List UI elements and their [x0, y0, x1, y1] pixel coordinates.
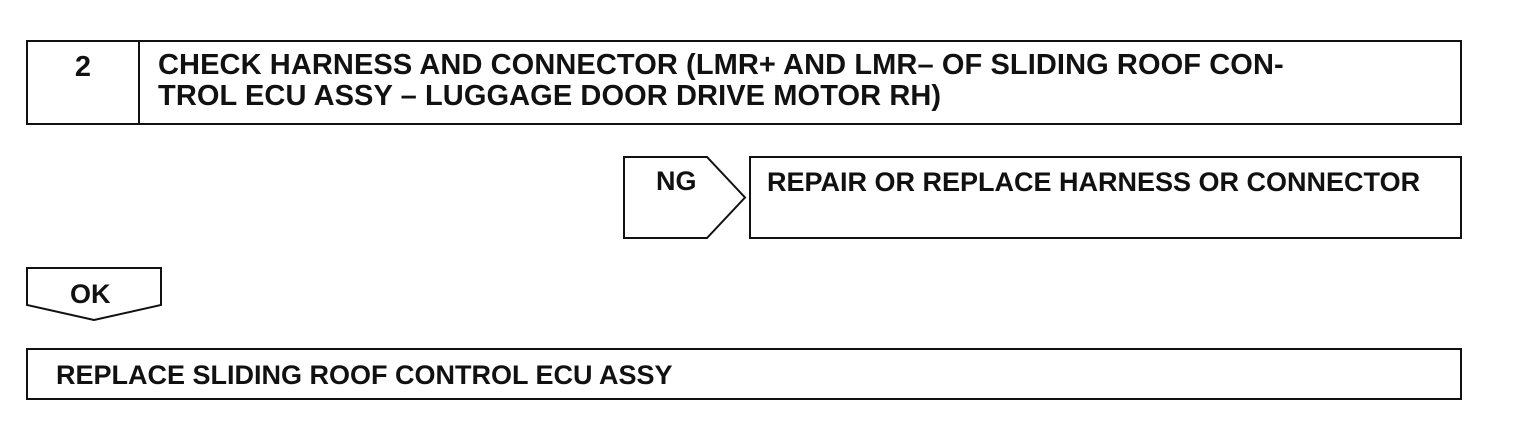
ok-label: OK	[70, 279, 111, 309]
step-title: CHECK HARNESS AND CONNECTOR (LMR+ AND LM…	[158, 49, 1284, 112]
ok-arrow-icon	[26, 267, 162, 321]
step-box: 2 CHECK HARNESS AND CONNECTOR (LMR+ AND …	[26, 40, 1462, 125]
ng-result-text: REPAIR OR REPLACE HARNESS OR CONNECTOR	[767, 167, 1421, 197]
final-action-box: REPLACE SLIDING ROOF CONTROL ECU ASSY	[26, 348, 1462, 400]
step-number: 2	[28, 42, 140, 123]
ng-label: NG	[656, 166, 697, 196]
final-action-text: REPLACE SLIDING ROOF CONTROL ECU ASSY	[56, 360, 673, 390]
ng-result-box: REPAIR OR REPLACE HARNESS OR CONNECTOR	[749, 156, 1462, 239]
ng-arrow-icon	[623, 156, 747, 239]
